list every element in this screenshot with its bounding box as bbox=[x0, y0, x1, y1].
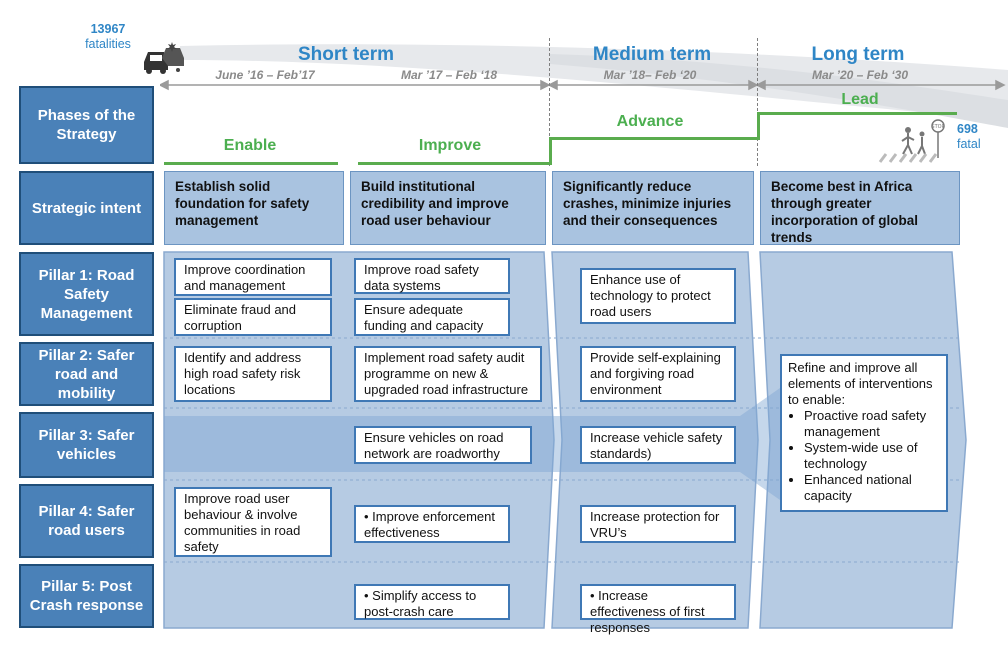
row-header-phases: Phases of the Strategy bbox=[19, 86, 154, 164]
row-header-pillar-1: Pillar 1: Road Safety Management bbox=[19, 252, 154, 336]
phase-advance: Advance bbox=[616, 113, 684, 130]
phase-improve-line bbox=[358, 162, 551, 165]
divider-short-medium bbox=[549, 38, 550, 166]
phase-improve: Improve bbox=[418, 137, 482, 154]
row-header-strategic-intent: Strategic intent bbox=[19, 171, 154, 245]
enable-p2-risk-locations: Identify and address high road safety ri… bbox=[174, 346, 332, 402]
phase-lead-line bbox=[757, 112, 957, 115]
short-dates-1: June ’16 – Feb’17 bbox=[215, 68, 315, 82]
improve-p1-funding: Ensure adequate funding and capacity bbox=[354, 298, 510, 336]
row-header-pillar-5: Pillar 5: Post Crash response bbox=[19, 564, 154, 628]
svg-text:STOP: STOP bbox=[931, 124, 944, 130]
improve-p5-post-crash: • Simplify access to post-crash care bbox=[354, 584, 510, 620]
fatalities-start-label: fatalities bbox=[85, 37, 131, 51]
improve-p1-data: Improve road safety data systems bbox=[354, 258, 510, 294]
term-medium-title: Medium term bbox=[592, 44, 712, 65]
timeline-arrows bbox=[160, 79, 1006, 91]
advance-p3-vehicle-standards: Increase vehicle safety standards) bbox=[580, 426, 736, 464]
phase-lead: Lead bbox=[841, 91, 879, 108]
advance-p5-first-responses: • Increase effectiveness of first respon… bbox=[580, 584, 736, 635]
intent-advance: Significantly reduce crashes, minimize i… bbox=[552, 171, 754, 245]
fatalities-start: 13967 fatalities bbox=[78, 22, 138, 52]
improve-p3-roadworthy: Ensure vehicles on road network are road… bbox=[354, 426, 532, 464]
long-dates: Mar ’20 – Feb ‘30 bbox=[811, 68, 909, 82]
lead-refine-box: Refine and improve all elements of inter… bbox=[780, 354, 948, 512]
divider-medium-long bbox=[757, 38, 758, 166]
lead-refine-intro: Refine and improve all elements of inter… bbox=[788, 360, 933, 407]
intent-lead: Become best in Africa through greater in… bbox=[760, 171, 960, 245]
lead-item: Enhanced national capacity bbox=[804, 472, 940, 504]
lead-item: Proactive road safety management bbox=[804, 408, 940, 440]
short-dates-2: Mar ’17 – Feb ‘18 bbox=[400, 68, 498, 82]
term-long-title: Long term bbox=[811, 44, 905, 65]
advance-p1-technology: Enhance use of technology to protect roa… bbox=[580, 268, 736, 324]
medium-dates: Mar ’18– Feb ‘20 bbox=[603, 68, 697, 82]
term-short-title: Short term bbox=[297, 44, 395, 65]
improve-p4-enforcement: • Improve enforcement effectiveness bbox=[354, 505, 510, 543]
row-header-pillar-4: Pillar 4: Safer road users bbox=[19, 484, 154, 558]
phase-advance-step bbox=[549, 137, 552, 165]
intent-enable: Establish solid foundation for safety ma… bbox=[164, 171, 344, 245]
phase-lead-step bbox=[757, 112, 760, 140]
intent-improve: Build institutional credibility and impr… bbox=[350, 171, 546, 245]
enable-p1-coordination: Improve coordination and management bbox=[174, 258, 332, 296]
phase-advance-line bbox=[549, 137, 759, 140]
car-crash-icon bbox=[144, 42, 184, 74]
enable-p1-fraud: Eliminate fraud and corruption bbox=[174, 298, 332, 336]
row-header-pillar-2: Pillar 2: Safer road and mobility bbox=[19, 342, 154, 406]
fatalities-end-label: fatal bbox=[957, 137, 981, 151]
advance-p2-environment: Provide self-explaining and forgiving ro… bbox=[580, 346, 736, 402]
fatalities-end-value: 698 bbox=[957, 122, 978, 136]
fatalities-start-value: 13967 bbox=[90, 22, 126, 36]
fatality-trend-band bbox=[180, 44, 1008, 128]
lead-item: System-wide use of technology bbox=[804, 440, 940, 472]
advance-p4-vru: Increase protection for VRU’s bbox=[580, 505, 736, 543]
phase-enable: Enable bbox=[223, 137, 277, 154]
phase-enable-line bbox=[164, 162, 338, 165]
pedestrian-crossing-icon: STOP bbox=[878, 119, 945, 163]
improve-p2-audit: Implement road safety audit programme on… bbox=[354, 346, 542, 402]
lead-refine-list: Proactive road safety management System-… bbox=[788, 408, 940, 504]
row-header-pillar-3: Pillar 3: Safer vehicles bbox=[19, 412, 154, 478]
enable-p4-road-users: Improve road user behaviour & involve co… bbox=[174, 487, 332, 557]
fatalities-end: 698 fatal bbox=[957, 122, 981, 152]
